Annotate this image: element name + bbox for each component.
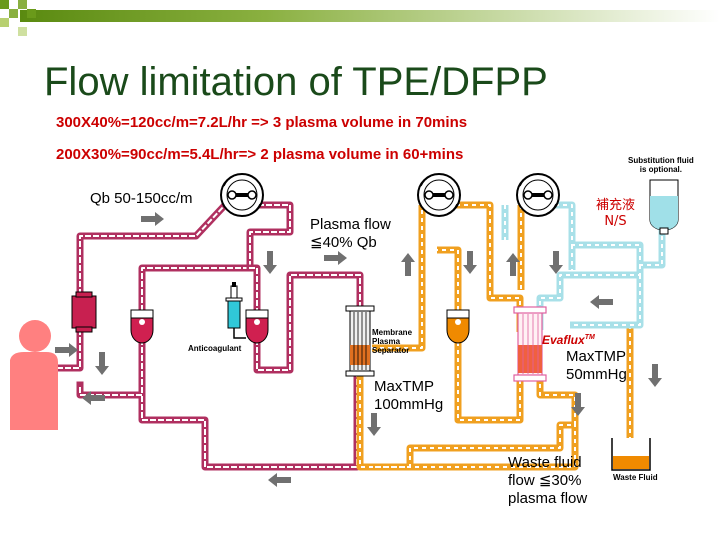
substitution-fluid-bag (649, 179, 679, 235)
label-maxtmp-separator-line-2: 100mmHg (374, 396, 444, 413)
label-membrane-separator: Membrane Plasma Separator (372, 328, 412, 355)
plasma-pump (417, 173, 461, 217)
flow-arrow (549, 251, 563, 274)
subtitle-line-2: 200X30%=90cc/m=5.4L/hr=> 2 plasma volume… (56, 146, 464, 163)
header-square (18, 27, 27, 36)
label-membrane-line-1: Membrane (372, 328, 413, 337)
header-square (27, 9, 36, 18)
anticoagulant-syringe (225, 282, 246, 339)
patient-figure (10, 320, 58, 430)
arterial-filter (71, 291, 97, 333)
label-maxtmp-separator: MaxTMP 100mmHg (374, 378, 443, 414)
label-substitution-fluid: Substitution fluid is optional. (628, 156, 694, 174)
drip-chamber-plasma (446, 309, 470, 344)
header-square (0, 0, 9, 9)
label-waste-flow-line-3: plasma flow (508, 490, 588, 507)
page-title: Flow limitation of TPE/DFPP (44, 60, 548, 104)
flow-arrow (648, 364, 662, 387)
flow-arrow (263, 251, 277, 274)
label-plasma-flow-line-1: Plasma flow (310, 216, 391, 233)
label-maxtmp-evaflux: MaxTMP 50mmHg (566, 348, 627, 384)
label-replacement-cjk: 補充液 (596, 198, 636, 213)
header-square (18, 0, 27, 9)
flow-arrow (268, 473, 291, 487)
drip-chamber-arterial (130, 309, 154, 344)
label-evaflux-tm: TM (584, 334, 595, 341)
label-waste-flow-line-1: Waste fluid (508, 454, 582, 471)
label-replacement-ns: N/S (604, 214, 627, 229)
flow-arrow (141, 212, 164, 226)
label-waste-flow-line-2: flow ≦30% (508, 472, 582, 489)
label-maxtmp-evaflux-line-1: MaxTMP (566, 348, 626, 365)
header-square (9, 9, 18, 18)
label-substitution-line-2: is optional. (639, 165, 682, 174)
membrane-plasma-separator (345, 305, 375, 377)
label-evaflux: EvafluxTM (542, 333, 595, 347)
flow-arrow (55, 343, 78, 357)
flow-arrow (95, 352, 109, 375)
label-evaflux-name: Evaflux (542, 333, 585, 347)
subtitle-line-1: 300X40%=120cc/m=7.2L/hr => 3 plasma volu… (56, 114, 468, 131)
evaflux-filter (513, 306, 547, 382)
label-replacement-fluid: 補充液 N/S (596, 198, 635, 230)
label-plasma-flow: Plasma flow ≦40% Qb (310, 216, 391, 252)
flow-arrow (324, 251, 347, 265)
flow-arrow (401, 253, 415, 276)
blood-line (246, 264, 261, 314)
label-waste-fluid: Waste Fluid (613, 473, 658, 482)
label-plasma-flow-line-2: ≦40% Qb (310, 234, 377, 251)
header-square (0, 18, 9, 27)
label-membrane-line-3: Separator (372, 346, 410, 355)
waste-pump (516, 173, 560, 217)
label-substitution-line-1: Substitution fluid (628, 156, 694, 165)
header-band (20, 10, 720, 22)
label-maxtmp-evaflux-line-2: 50mmHg (566, 366, 627, 383)
flow-arrow (463, 251, 477, 274)
label-qb: Qb 50-150cc/m (90, 190, 193, 207)
flow-arrow (367, 413, 381, 436)
blood-pump (220, 173, 264, 217)
flow-arrow (590, 295, 613, 309)
label-anticoagulant: Anticoagulant (188, 344, 242, 353)
drip-chamber-venous (245, 309, 269, 344)
label-membrane-line-2: Plasma (372, 337, 401, 346)
label-waste-fluid-flow: Waste fluid flow ≦30% plasma flow (508, 454, 587, 508)
waste-fluid-container (611, 438, 651, 471)
label-maxtmp-separator-line-1: MaxTMP (374, 378, 434, 395)
